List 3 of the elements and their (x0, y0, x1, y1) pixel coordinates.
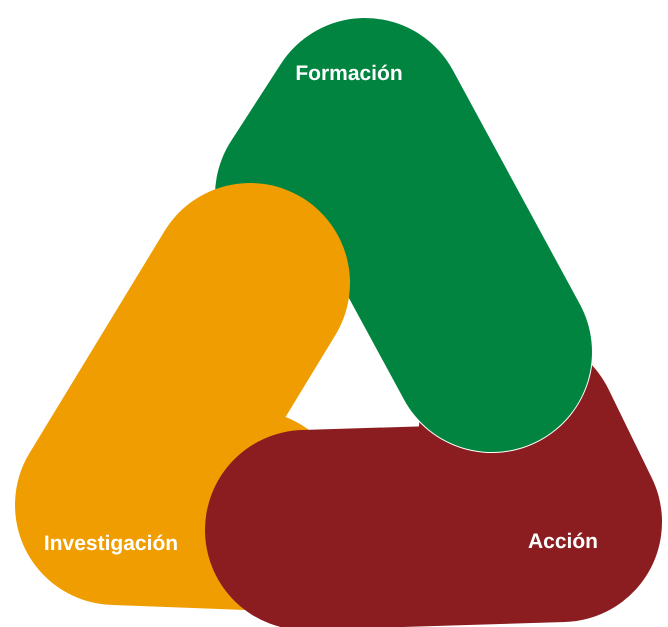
band-label: Formación (295, 62, 403, 85)
band-label: Acción (528, 530, 598, 553)
band-label: Investigación (44, 532, 178, 555)
